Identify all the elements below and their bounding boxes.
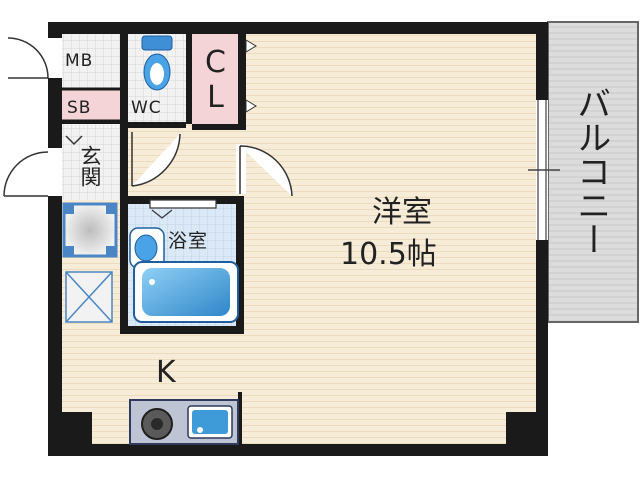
storage-box-icon <box>65 271 113 323</box>
door-swing-wc <box>131 132 181 187</box>
label-western-size: 10.5帖 <box>340 237 437 272</box>
genkan-space <box>62 124 120 200</box>
label-bath: 浴室 <box>168 230 209 252</box>
kitchen-counter <box>129 399 239 445</box>
label-balcony: バルコニー <box>570 86 611 256</box>
sb-space <box>62 90 120 122</box>
door-swing-hall <box>239 145 293 197</box>
label-sb: SB <box>67 98 92 118</box>
label-kitchen: K <box>156 355 176 390</box>
door-swing-entrance <box>3 151 49 197</box>
label-genkan: 玄関 <box>78 145 103 187</box>
label-western: 洋室 <box>372 195 432 230</box>
balcony-window <box>528 100 560 240</box>
label-wc: WC <box>131 98 162 118</box>
cl-space <box>192 34 238 124</box>
door-swing-mb <box>7 37 49 79</box>
toilet-icon <box>141 35 173 91</box>
mb-space <box>62 34 120 88</box>
label-cl: CL <box>198 45 233 115</box>
washer-space-icon <box>62 202 118 258</box>
bathtub-icon <box>133 261 239 323</box>
label-mb: MB <box>65 51 94 71</box>
